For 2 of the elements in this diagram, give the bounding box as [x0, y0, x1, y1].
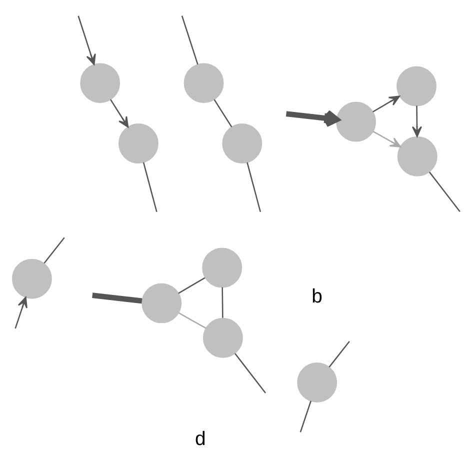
label: b: [312, 285, 322, 308]
label: d: [195, 428, 206, 450]
